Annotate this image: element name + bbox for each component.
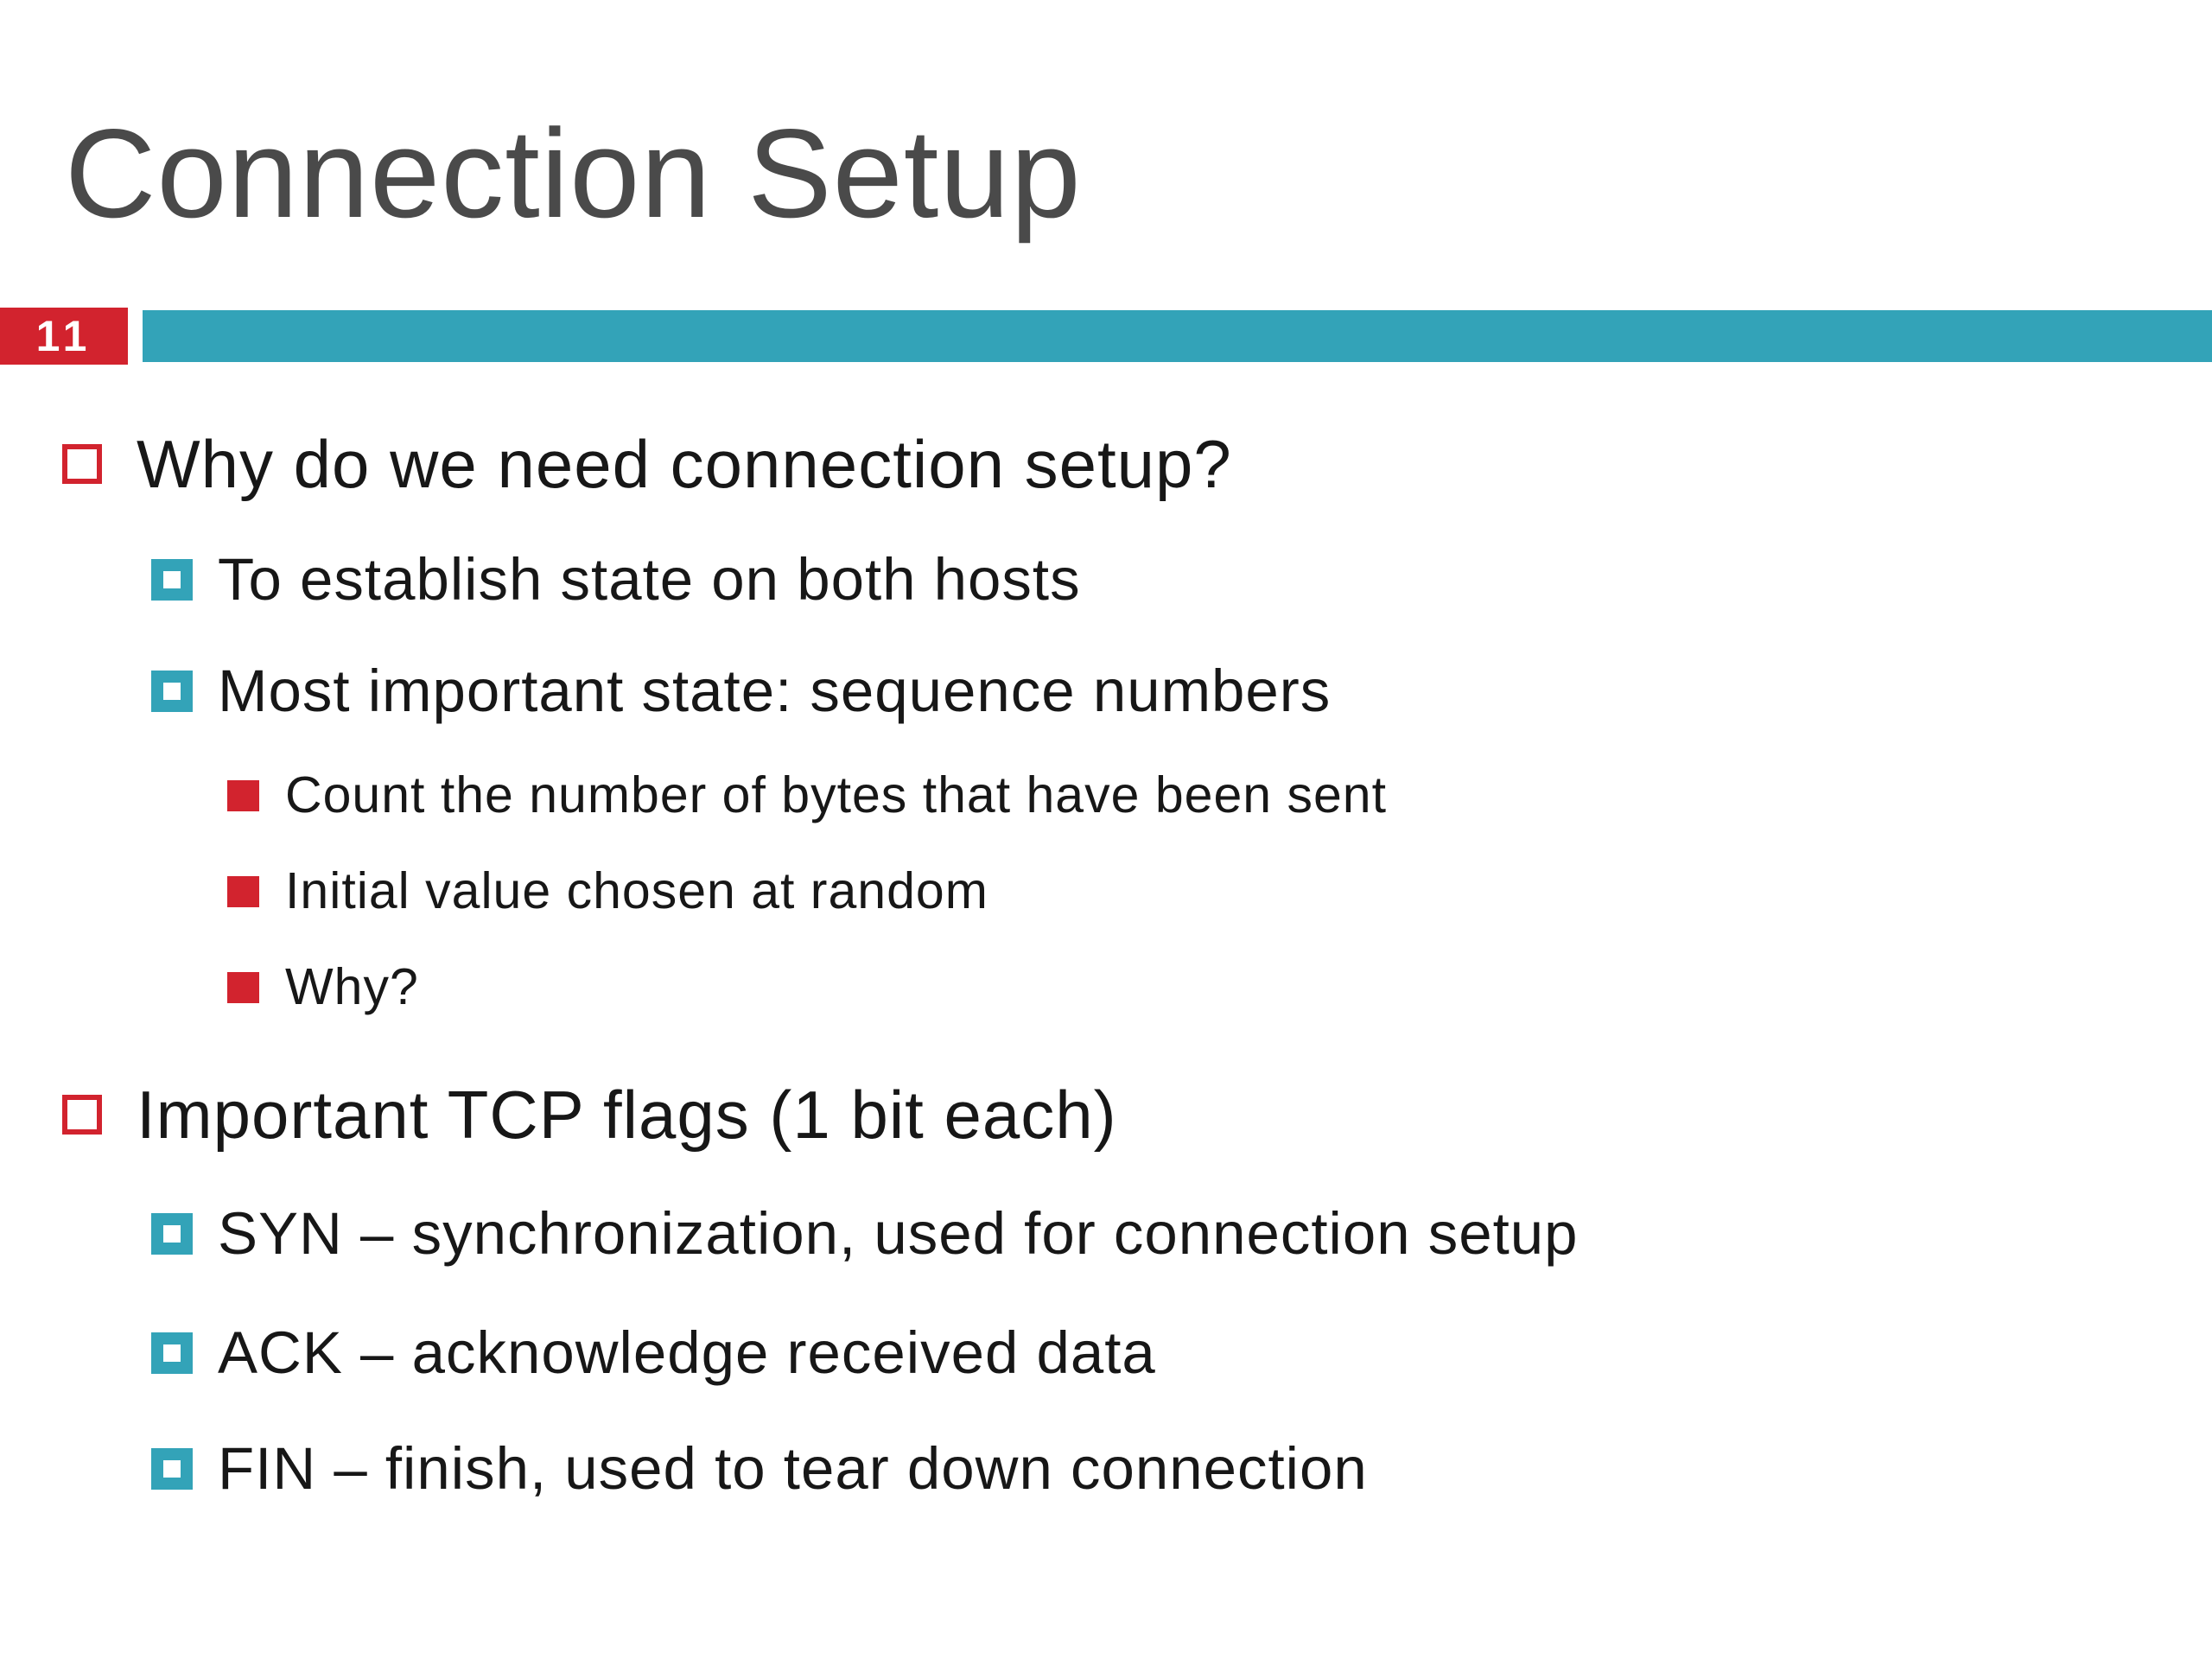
- bullet-row-level-1: Important TCP flags (1 bit each): [62, 1081, 1117, 1148]
- slide-title: Connection Setup: [65, 103, 1082, 244]
- bullet-text: FIN – finish, used to tear down connecti…: [218, 1435, 1368, 1502]
- teal-square-bullet-icon: [151, 670, 193, 712]
- page-number-badge: 11: [0, 308, 128, 365]
- bullet-text: Why do we need connection setup?: [137, 426, 1232, 502]
- bullet-row-level-3: Initial value chosen at random: [227, 866, 988, 917]
- bullet-inner-square: [163, 682, 181, 700]
- bullet-row-level-2: FIN – finish, used to tear down connecti…: [151, 1439, 1368, 1498]
- bullet-row-level-2: Most important state: sequence numbers: [151, 661, 1331, 721]
- bullet-inner-square: [163, 570, 181, 588]
- header-band: [143, 310, 2212, 362]
- bullet-inner-square: [163, 1224, 181, 1243]
- page-number: 11: [35, 312, 92, 360]
- bullet-text: Most important state: sequence numbers: [218, 658, 1332, 724]
- bullet-inner-square: [163, 1344, 181, 1362]
- bullet-text: Count the number of bytes that have been…: [285, 766, 1387, 823]
- bullet-row-level-1: Why do we need connection setup?: [62, 430, 1232, 498]
- bullet-text: To establish state on both hosts: [218, 546, 1081, 613]
- bullet-row-level-2: To establish state on both hosts: [151, 550, 1081, 609]
- teal-square-bullet-icon: [151, 1447, 193, 1490]
- red-square-bullet-icon: [227, 875, 259, 907]
- bullet-text: ACK – acknowledge received data: [218, 1319, 1156, 1386]
- bullet-text: Why?: [285, 958, 419, 1015]
- bullet-inner-square: [163, 1459, 181, 1478]
- bullet-row-level-3: Count the number of bytes that have been…: [227, 770, 1387, 821]
- red-square-bullet-icon: [227, 779, 259, 811]
- bullet-row-level-2: ACK – acknowledge received data: [151, 1323, 1156, 1382]
- bullet-row-level-3: Why?: [227, 962, 419, 1013]
- bullet-row-level-2: SYN – synchronization, used for connecti…: [151, 1204, 1579, 1263]
- red-square-bullet-icon: [227, 971, 259, 1003]
- bullet-text: Important TCP flags (1 bit each): [137, 1077, 1117, 1153]
- hollow-square-bullet-icon: [62, 1095, 102, 1135]
- teal-square-bullet-icon: [151, 558, 193, 601]
- teal-square-bullet-icon: [151, 1332, 193, 1374]
- teal-square-bullet-icon: [151, 1212, 193, 1255]
- hollow-square-bullet-icon: [62, 444, 102, 484]
- bullet-text: SYN – synchronization, used for connecti…: [218, 1200, 1579, 1267]
- header-row: 11: [0, 308, 2212, 365]
- bullet-text: Initial value chosen at random: [285, 862, 988, 919]
